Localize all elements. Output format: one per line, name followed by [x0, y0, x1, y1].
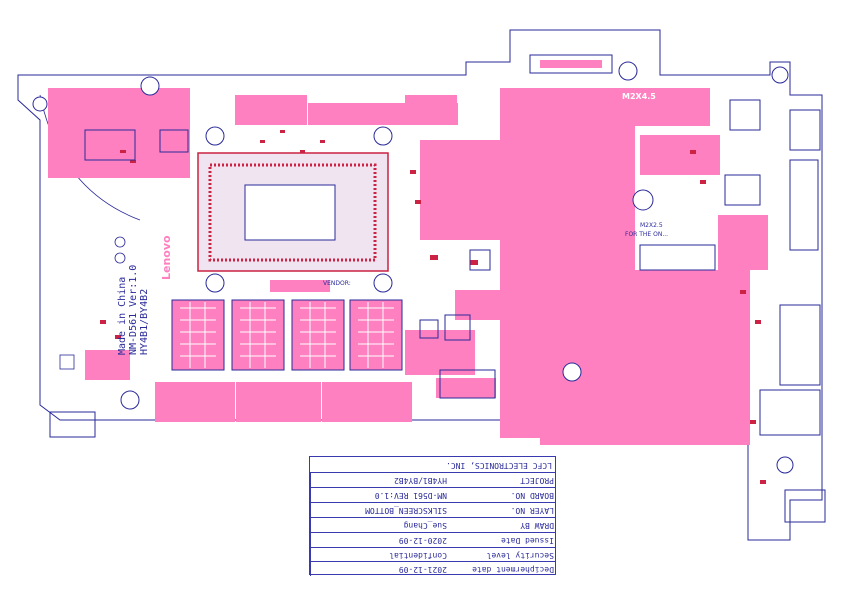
title-block: LCFC ELECTRONICS, INC. HY4B1/BY4B2 PROJE…: [309, 456, 556, 576]
screw-label-3: FOR THE ON...: [625, 231, 668, 238]
title-block-value: Confidential: [310, 548, 450, 562]
title-block-value: SILKSCREEN_BOTTOM: [310, 503, 450, 517]
title-block-row: 2021-12-09 Decipherment date: [310, 561, 555, 576]
title-block-value: NM-D561 REV:1.0: [310, 488, 450, 502]
screw-label-1: M2X4.5: [622, 92, 656, 101]
copper-pours: [48, 88, 768, 445]
title-block-row: NM-D561 REV:1.0 BOARD NO.: [310, 487, 555, 502]
title-block-label: Security level: [486, 551, 554, 560]
component-pads: [100, 130, 766, 484]
title-block-value: 2021-12-09: [310, 562, 450, 576]
screw-holes: [32, 61, 794, 474]
top-connector: [529, 54, 613, 74]
title-block-row: 2020-12-09 Issued Date: [310, 532, 555, 547]
title-block-value: Sue_Chang: [310, 518, 450, 532]
title-block-label: LAYER NO.: [510, 506, 554, 515]
title-block-label: DRAW BY: [520, 521, 554, 530]
title-block-row: Confidential Security level: [310, 547, 555, 562]
title-block-company-row: LCFC ELECTRONICS, INC.: [310, 457, 555, 472]
silk-line-3: Made in China: [117, 277, 128, 355]
memory-chip-grids: [180, 302, 394, 368]
io-ports: [49, 109, 826, 523]
brand-logo: Lenovo: [160, 235, 173, 280]
title-block-value: 2020-12-09: [310, 533, 450, 547]
cert-marks: [59, 236, 126, 370]
vendor-label: VENDOR:: [323, 280, 351, 287]
screw-label-2: M2X2.5: [640, 222, 663, 229]
title-block-label: Issued Date: [501, 536, 554, 545]
title-block-row: Sue_Chang DRAW BY: [310, 517, 555, 532]
title-block-row: SILKSCREEN_BOTTOM LAYER NO.: [310, 502, 555, 517]
silk-line-2: NM-D561 Ver:1.0: [128, 265, 139, 355]
top-connector-inner: [540, 60, 602, 68]
ic-outlines: [84, 99, 761, 341]
title-block-label: Decipherment date: [472, 565, 554, 574]
cpu-footprint: [197, 152, 389, 272]
title-block-label: PROJECT: [520, 476, 554, 485]
memory-chips: [171, 299, 403, 371]
silk-line-1: HY4B1/BY4B2: [139, 289, 150, 355]
bottom-connector: [439, 369, 496, 399]
title-block-label: BOARD NO.: [510, 491, 554, 500]
title-block-value: HY4B1/BY4B2: [310, 473, 450, 487]
title-block-row: HY4B1/BY4B2 PROJECT: [310, 472, 555, 487]
title-block-company: LCFC ELECTRONICS, INC.: [446, 461, 552, 470]
